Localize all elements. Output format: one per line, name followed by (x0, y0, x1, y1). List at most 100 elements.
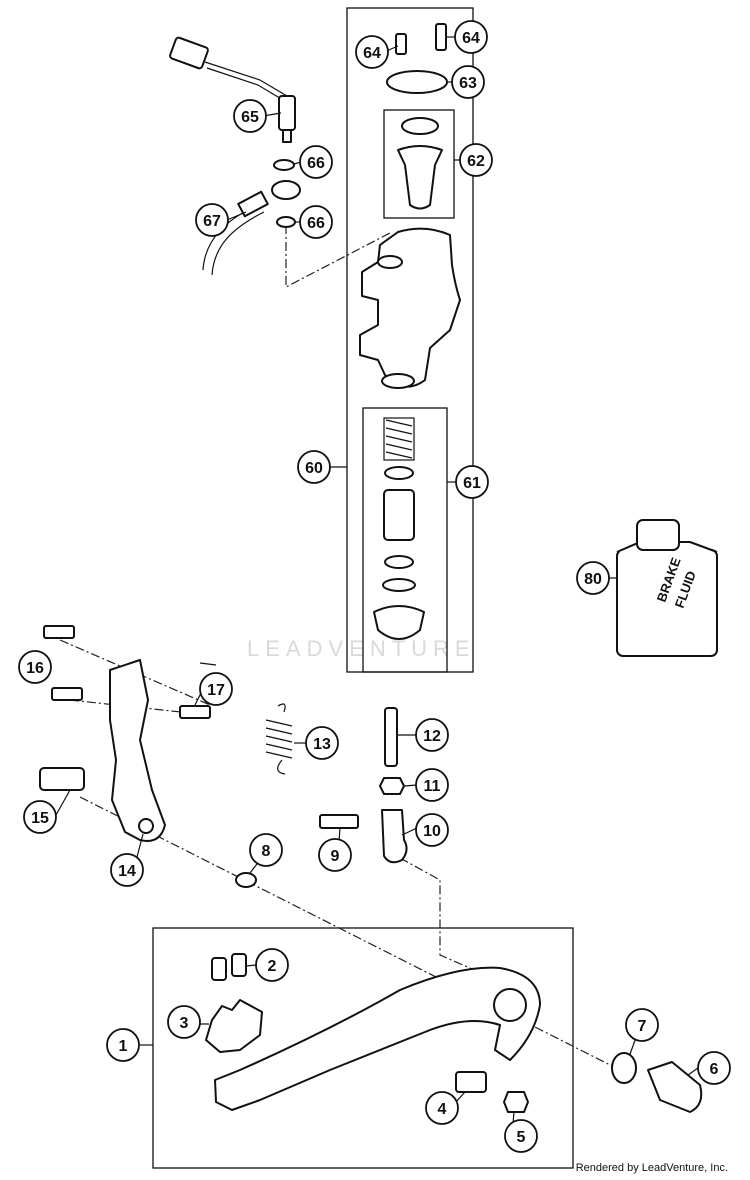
svg-text:16: 16 (26, 660, 44, 677)
callout-15: 15 (23, 800, 57, 834)
svg-text:11: 11 (424, 778, 441, 795)
spring-outline-61 (383, 417, 415, 461)
reservoir-bellows-62 (397, 145, 443, 210)
callout-1: 1 (106, 1028, 140, 1062)
switch-wire-65 (204, 61, 288, 101)
pedal-tip-3 (205, 999, 263, 1053)
svg-text:10: 10 (423, 823, 441, 840)
callout-13: 13 (305, 726, 339, 760)
callout-5: 5 (504, 1119, 538, 1153)
svg-text:4: 4 (438, 1101, 447, 1118)
centerline-pushrod (399, 857, 521, 991)
hose-crimp-67 (237, 190, 269, 218)
piston-spring-61 (385, 419, 413, 459)
bolt-16-upper (43, 625, 75, 639)
svg-text:12: 12 (423, 728, 441, 745)
svg-text:80: 80 (584, 571, 602, 588)
callout-64-right: 64 (454, 20, 488, 54)
svg-text:5: 5 (517, 1129, 526, 1146)
switch-tip-65 (282, 129, 292, 143)
callout-11: 11 (415, 768, 449, 802)
nut-5 (503, 1091, 529, 1113)
svg-text:7: 7 (638, 1018, 647, 1035)
callout-10: 10 (415, 813, 449, 847)
callout-17: 17 (199, 672, 233, 706)
svg-text:15: 15 (31, 810, 49, 827)
svg-text:61: 61 (463, 475, 481, 492)
bolt-16-lower (51, 687, 83, 701)
callout-14: 14 (110, 853, 144, 887)
pedal-pivot-hole (493, 988, 527, 1022)
svg-text:14: 14 (118, 863, 136, 880)
repair-kit-62-frame (383, 109, 455, 219)
callout-64-left: 64 (355, 35, 389, 69)
svg-text:13: 13 (313, 736, 331, 753)
svg-text:64: 64 (462, 30, 480, 47)
svg-text:63: 63 (459, 75, 477, 92)
callout-80: 80 (576, 561, 610, 595)
pivot-bolt-15 (39, 767, 85, 791)
centerline-hose (285, 225, 391, 288)
return-spring-13 (265, 703, 293, 775)
pivot-bushing-6 (647, 1061, 703, 1113)
render-credit: Rendered by LeadVenture, Inc. (575, 1162, 728, 1174)
reservoir-cap-63 (386, 70, 448, 94)
svg-text:17: 17 (207, 682, 225, 699)
svg-text:8: 8 (262, 843, 271, 860)
callout-63: 63 (451, 65, 485, 99)
svg-text:66: 66 (307, 215, 325, 232)
callout-6: 6 (697, 1051, 731, 1085)
nut-11 (379, 777, 405, 795)
callout-61: 61 (455, 465, 489, 499)
callout-67: 67 (195, 203, 229, 237)
switch-body-65 (278, 95, 296, 131)
master-cylinder-body (359, 227, 461, 388)
clevis-10 (381, 809, 408, 864)
pedal-assembly-frame (152, 927, 574, 1169)
svg-text:62: 62 (467, 153, 485, 170)
callouts: 1 2 3 4 5 6 7 8 9 10 11 12 13 14 15 16 1… (18, 20, 731, 1153)
callout-66-lower: 66 (299, 205, 333, 239)
brake-fluid-bottle-80: BRAKE FLUID (616, 519, 718, 657)
reservoir-gasket-62 (401, 117, 439, 135)
washer-66-lower (276, 216, 296, 228)
bolt-4 (455, 1071, 487, 1093)
callout-65: 65 (233, 99, 267, 133)
watermark-text: LEADVENTURE (247, 636, 476, 661)
circlip-61 (382, 578, 416, 592)
svg-text:60: 60 (305, 460, 323, 477)
svg-text:66: 66 (307, 155, 325, 172)
callout-60: 60 (297, 450, 331, 484)
callout-16: 16 (18, 650, 52, 684)
repair-kit-61-frame (362, 407, 448, 673)
o-ring-8 (235, 872, 257, 888)
banjo-fitting-67 (271, 180, 301, 200)
callout-8: 8 (249, 833, 283, 867)
pedal-bracket-14 (109, 659, 166, 842)
bolts-2-b (231, 953, 247, 977)
svg-text:65: 65 (241, 109, 259, 126)
pushrod-12 (384, 707, 398, 767)
callout-9: 9 (318, 838, 352, 872)
seal-ring-61-a (384, 466, 414, 480)
switch-connector-65 (169, 36, 209, 70)
callout-12: 12 (415, 718, 449, 752)
bolts-2-a (211, 957, 227, 981)
bracket-hole-14 (138, 818, 154, 834)
svg-text:2: 2 (268, 958, 277, 975)
svg-text:1: 1 (119, 1038, 128, 1055)
piston-61 (383, 489, 415, 541)
centerline-main-axis (79, 796, 621, 1071)
seal-ring-61-b (384, 555, 414, 569)
svg-text:6: 6 (710, 1061, 719, 1078)
callout-62: 62 (459, 143, 493, 177)
bolt-9 (319, 814, 359, 829)
callout-4: 4 (425, 1091, 459, 1125)
bolt-17 (179, 705, 211, 719)
callout-2: 2 (255, 948, 289, 982)
brake-pedal-1 (214, 966, 541, 1111)
cylinder-bore-bottom (381, 373, 415, 389)
svg-text:3: 3 (180, 1015, 189, 1032)
centerline-bolt-16 (69, 699, 191, 714)
